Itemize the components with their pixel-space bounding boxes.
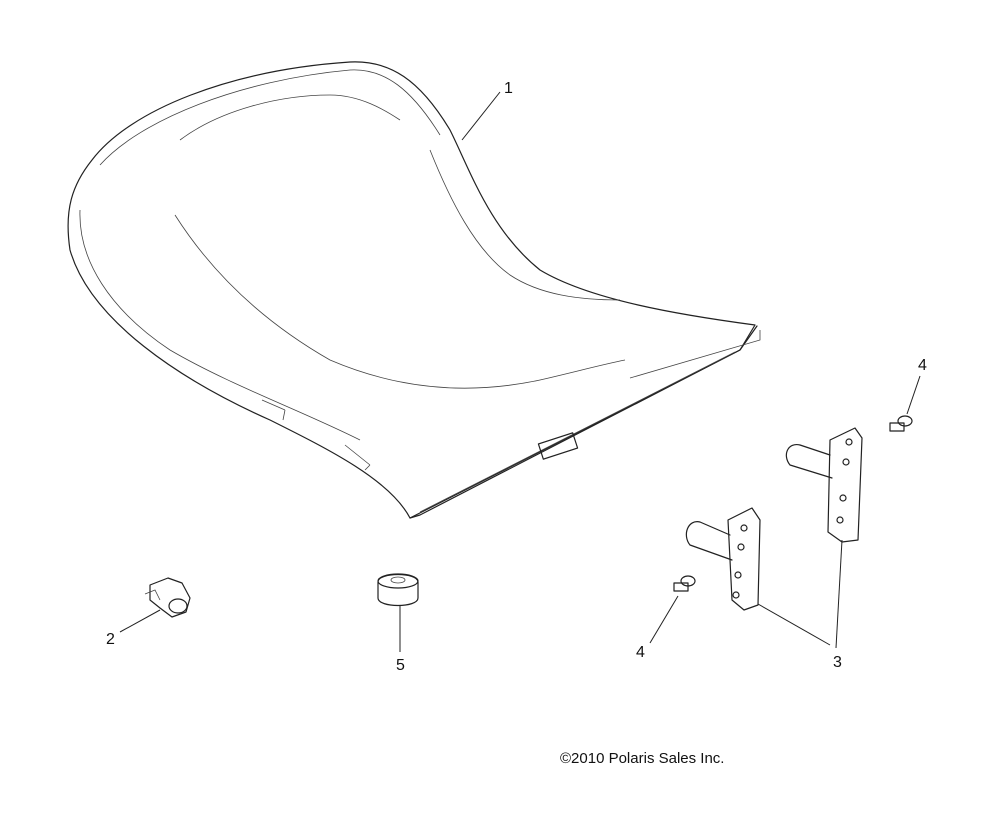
callout-2: 2: [106, 631, 115, 648]
leader-lines: [119, 91, 921, 652]
copyright-notice: ©2010 Polaris Sales Inc.: [560, 750, 725, 767]
callout-5: 5: [396, 657, 405, 674]
seat-part-1: [67, 61, 761, 519]
screw-lower-part-4: [673, 575, 696, 592]
callout-4-lower: 4: [636, 644, 645, 661]
bumper-part-5: [377, 573, 419, 607]
bracket-lower-part-3: [685, 507, 761, 611]
callout-4-upper: 4: [918, 357, 927, 374]
latch-part-2: [144, 577, 191, 618]
bracket-upper-part-3: [785, 427, 863, 543]
callout-1: 1: [504, 80, 513, 97]
callout-3: 3: [833, 654, 842, 671]
screw-upper-part-4: [889, 415, 913, 432]
